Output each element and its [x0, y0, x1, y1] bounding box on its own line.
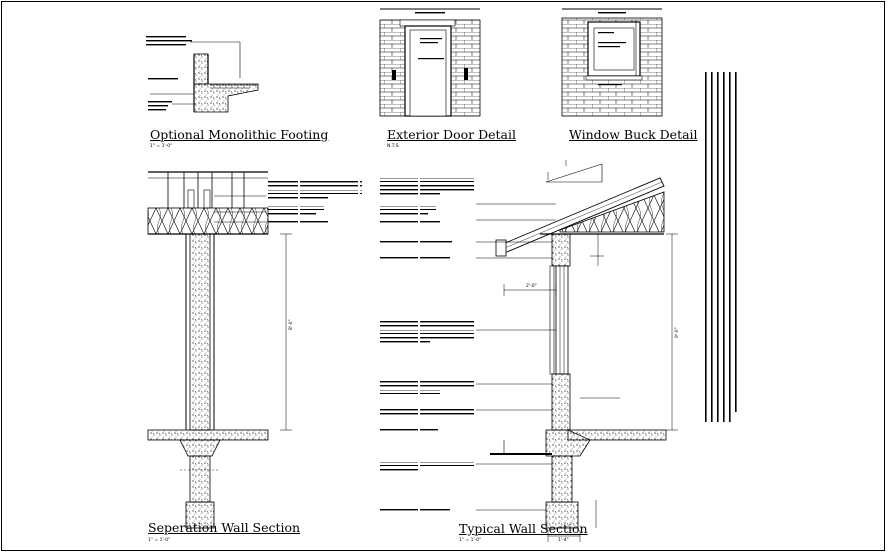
dim-typ-footing-width: 1'-4" [558, 538, 569, 543]
scale-exterior-door-detail: N.T.S. [387, 144, 400, 149]
scale-optional-monolithic-footing: 1" = 1'-0" [150, 144, 173, 149]
dim-sep-wall-height: 8'-0" [289, 319, 294, 330]
general-notes-vertical [705, 72, 737, 422]
footing-detail [146, 36, 259, 113]
scale-typical-wall-section: 1" = 1'-0" [459, 538, 482, 543]
title-window-buck-detail: Window Buck Detail [569, 127, 698, 142]
title-optional-monolithic-footing: Optional Monolithic Footing [150, 127, 329, 142]
separation-wall-section [147, 171, 292, 529]
title-exterior-door-detail: Exterior Door Detail [387, 127, 516, 142]
title-typical-wall-section: Typical Wall Section [459, 521, 588, 536]
window-detail [561, 8, 663, 117]
scale-separation-wall-section: 1" = 1'-0" [148, 538, 171, 543]
dim-typ-overhang: 2'-0" [526, 284, 537, 289]
typical-wall-section [476, 160, 678, 542]
door-detail [379, 8, 481, 117]
title-separation-wall-section: Seperation Wall Section [148, 520, 301, 535]
dim-typ-wall-height: 9'-0" [675, 327, 680, 338]
section-notes [268, 178, 474, 512]
